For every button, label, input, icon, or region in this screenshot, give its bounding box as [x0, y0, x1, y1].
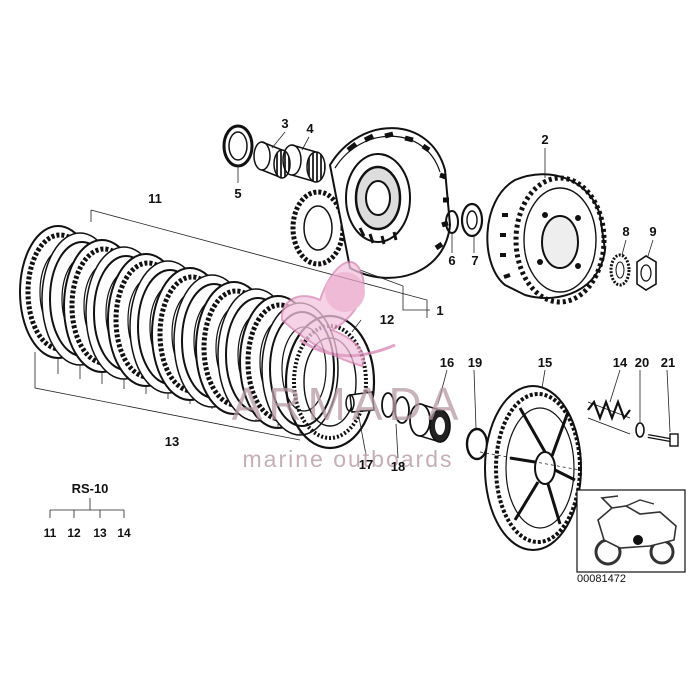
callout-labels: 3 4 2 5 11 8 9 6 7 1 12 16 19 15 14 20 2…	[148, 116, 675, 474]
motorcycle-icon	[594, 495, 677, 566]
callout-15: 15	[538, 355, 552, 370]
repair-set-item-14: 14	[117, 526, 131, 540]
repair-set-item-12: 12	[67, 526, 81, 540]
callout-7: 7	[471, 253, 478, 268]
callout-1: 1	[436, 303, 443, 318]
callout-13: 13	[165, 434, 179, 449]
callout-6: 6	[448, 253, 455, 268]
washer-part-7	[460, 202, 484, 238]
callout-11: 11	[148, 191, 162, 206]
bearing-part-16	[409, 402, 451, 444]
circlip-part-6	[445, 210, 459, 234]
callout-5: 5	[234, 186, 241, 201]
callout-9: 9	[649, 224, 656, 239]
callout-16: 16	[440, 355, 454, 370]
motorcycle-locator-thumbnail	[576, 489, 686, 573]
callout-18: 18	[391, 459, 405, 474]
watermark: ARMADA marine outboards	[232, 260, 465, 472]
callout-2: 2	[541, 132, 548, 147]
clutch-basket-part-1	[290, 127, 452, 279]
drawing-number: 00081472	[577, 573, 626, 585]
clutch-cover-part-15	[484, 385, 582, 551]
clutch-hub-part-2	[486, 173, 607, 305]
washer-part-20	[635, 422, 645, 438]
callout-17: 17	[359, 457, 373, 472]
bolt-part-21	[647, 433, 679, 447]
washer-part-18	[381, 392, 410, 424]
push-piece-part-17	[345, 391, 375, 413]
callout-8: 8	[622, 224, 629, 239]
repair-set-title: RS-10	[72, 481, 109, 496]
washer-part-5	[222, 124, 254, 168]
leader-lines	[34, 131, 671, 459]
needle-bearing-part-4	[282, 144, 326, 183]
callout-12: 12	[380, 312, 394, 327]
repair-set-item-13: 13	[93, 526, 107, 540]
watermark-tagline: marine outboards	[243, 446, 454, 472]
location-marker-icon	[633, 535, 643, 545]
callout-4: 4	[306, 121, 314, 136]
watermark-brand: ARMADA	[232, 378, 465, 430]
spring-part-14	[587, 398, 631, 435]
callout-20: 20	[635, 355, 649, 370]
callout-3: 3	[281, 116, 288, 131]
circlip-part-19	[465, 427, 489, 461]
callout-14: 14	[613, 355, 628, 370]
brand-logo-icon	[280, 260, 396, 368]
callout-19: 19	[468, 355, 482, 370]
nut-part-9	[636, 255, 657, 291]
repair-set-legend: RS-10 11 12 13 14	[44, 481, 131, 540]
repair-set-item-11: 11	[44, 526, 57, 540]
callout-21: 21	[661, 355, 675, 370]
lock-washer-part-8	[609, 253, 631, 287]
